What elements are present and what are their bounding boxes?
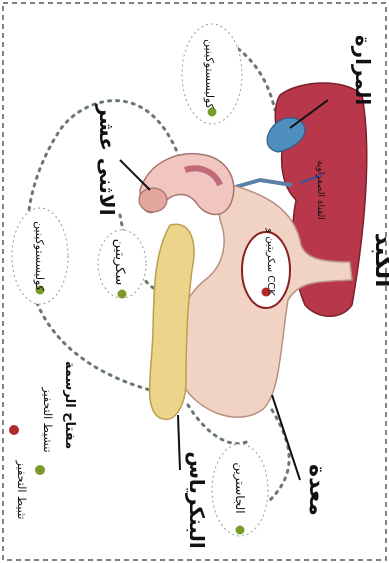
label-cck-top: كوليسستوكينين — [203, 39, 216, 110]
duodenum-opening — [139, 188, 167, 212]
legend-title: مفتاح الرسمة — [62, 361, 77, 449]
label-gastrin: الجاسترين — [232, 462, 247, 513]
legend: مفتاح الرسمة تنشيط التحفيز تثبيط التحفيز — [9, 361, 77, 520]
label-gallbladder: المرارة — [351, 35, 375, 105]
legend-stimulate: تنشيط التحفيز — [41, 386, 54, 452]
label-cck-left: كوليسستوكينين — [33, 221, 46, 292]
label-stomach: معدة — [304, 464, 329, 516]
label-liver: الكبد — [370, 233, 389, 288]
label-duodenum: الاثنى عشر — [95, 103, 119, 215]
label-pancreas: البنكرياس — [185, 451, 209, 548]
label-secretin: سكريتين — [112, 239, 127, 286]
legend-inhibit: تثبيط التحفيز — [15, 460, 28, 520]
stimulate-dot-icon — [118, 290, 127, 299]
path-gastrin-2 — [270, 410, 289, 500]
label-bile-duct: القناة الصفراوية — [315, 160, 325, 220]
legend-stimulate-icon — [35, 465, 45, 475]
stimulate-dot-icon — [236, 526, 245, 535]
legend-inhibit-icon — [9, 425, 19, 435]
label-secretin-cck: سكريتين و CCK — [265, 227, 276, 296]
